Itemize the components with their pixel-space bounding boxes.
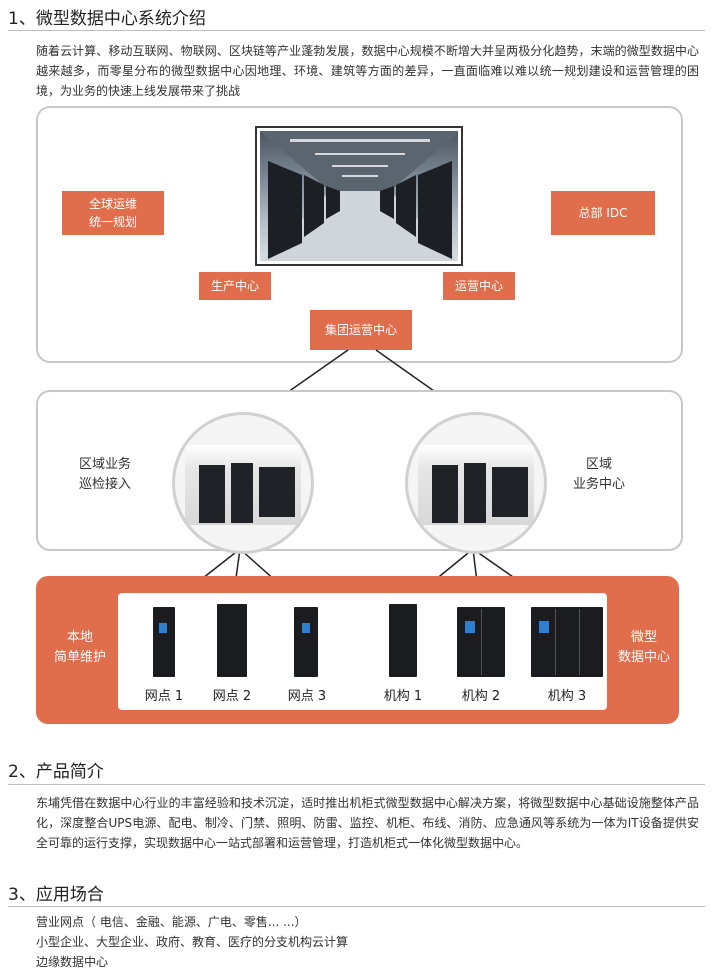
local-maintenance-label: 本地 简单维护 <box>50 628 110 668</box>
room-image <box>185 445 301 525</box>
regional-photo-right <box>405 412 547 554</box>
cabinet-org-1 <box>389 604 417 677</box>
section2-heading: 2、产品简介 <box>8 757 104 782</box>
cabinet-outlet-1 <box>153 607 175 677</box>
cabinet-org-3 <box>531 607 603 677</box>
application-item: 边缘数据中心 <box>36 952 699 972</box>
cabinet-org-2 <box>457 607 505 677</box>
cabinet-label-6: 机构 3 <box>532 685 602 704</box>
section3-divider <box>8 906 705 907</box>
cabinet-outlet-2 <box>217 604 247 677</box>
room-image <box>418 445 534 525</box>
section3-heading: 3、应用场合 <box>8 880 104 905</box>
application-item: 营业网点（ 电信、金融、能源、广电、零售... ...） <box>36 912 699 932</box>
cabinet-label-4: 机构 1 <box>368 685 438 704</box>
cabinet-label-3: 网点 3 <box>272 685 342 704</box>
cabinet-outlet-3 <box>294 607 318 677</box>
regional-business-center-label: 区域 业务中心 <box>562 455 636 495</box>
section2-divider <box>8 784 705 785</box>
application-list: 营业网点（ 电信、金融、能源、广电、零售... ...） 小型企业、大型企业、政… <box>36 912 699 972</box>
cabinet-label-5: 机构 2 <box>446 685 516 704</box>
regional-inspection-label: 区域业务 巡检接入 <box>70 455 140 495</box>
regional-photo-left <box>172 412 314 554</box>
micro-datacenter-label: 微型 数据中心 <box>614 628 674 668</box>
application-item: 小型企业、大型企业、政府、教育、医疗的分支机构云计算 <box>36 932 699 952</box>
cabinet-label-2: 网点 2 <box>197 685 267 704</box>
section2-paragraph: 东埔凭借在数据中心行业的丰富经验和技术沉淀，适时推出机柜式微型数据中心解决方案，… <box>36 793 699 853</box>
cabinet-label-1: 网点 1 <box>129 685 199 704</box>
